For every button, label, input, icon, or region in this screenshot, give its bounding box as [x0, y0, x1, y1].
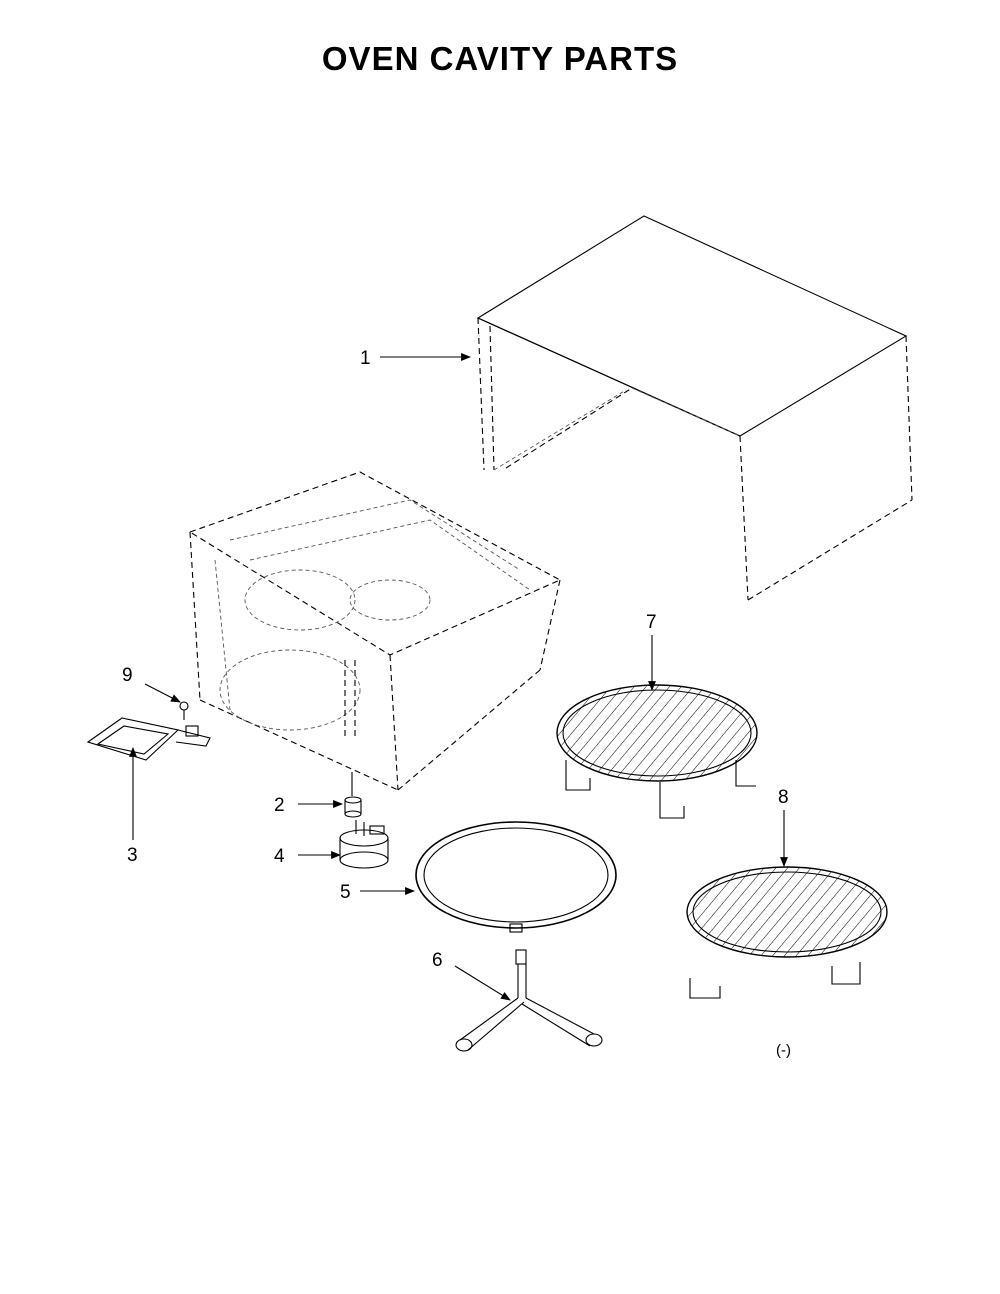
- callout-9: 9: [122, 665, 133, 686]
- part-5-roller-ring: [415, 821, 617, 933]
- part-8-lower-rack: [686, 866, 888, 999]
- part-3-cover-plate: [86, 717, 211, 761]
- part-7-upper-rack: [556, 684, 758, 819]
- leader-arrows: [129, 353, 788, 1001]
- oven-cavity-body: [188, 471, 562, 791]
- page-title: OVEN CAVITY PARTS: [321, 40, 679, 77]
- callout-8: 8: [778, 787, 789, 808]
- callout-1: 1: [360, 348, 371, 369]
- callout-6: 6: [432, 950, 443, 971]
- part-6-turntable-support: [455, 949, 603, 1052]
- part-9-fastener: [179, 701, 189, 720]
- footer-mark: (-): [776, 1042, 791, 1059]
- part-1-cavity-wrapper: [476, 215, 913, 601]
- callout-4: 4: [274, 846, 285, 867]
- leader-9: [144, 683, 181, 703]
- callout-2: 2: [274, 795, 285, 816]
- callout-3: 3: [127, 845, 138, 866]
- part-4-motor: [339, 820, 389, 869]
- callout-5: 5: [340, 882, 351, 903]
- leader-6: [454, 965, 511, 1001]
- part-2-coupler: [344, 772, 362, 818]
- callout-7: 7: [646, 612, 657, 633]
